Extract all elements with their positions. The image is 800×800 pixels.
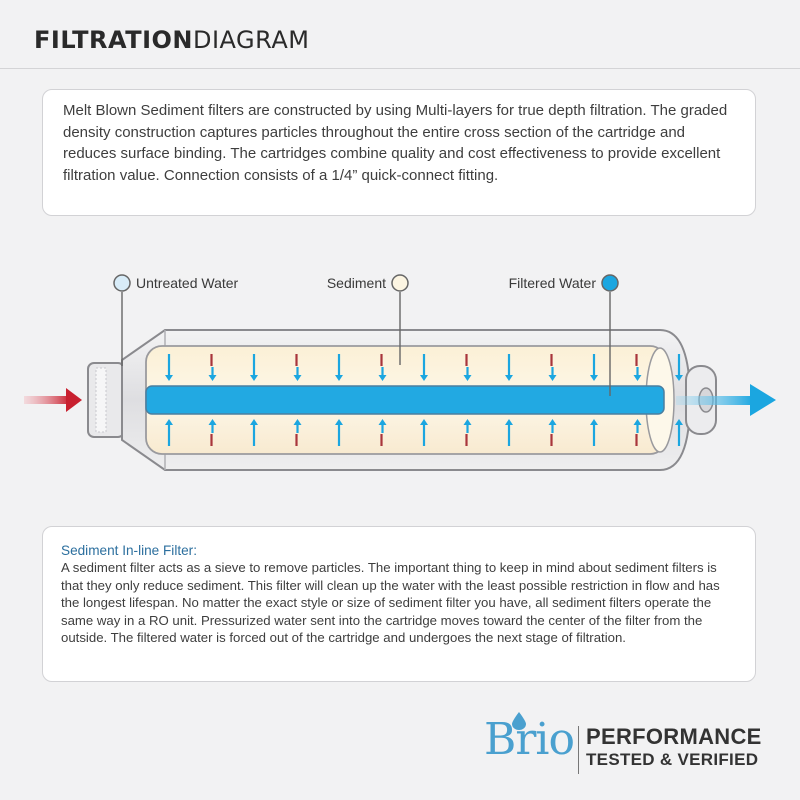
flow-arrow-down-icon xyxy=(293,375,302,381)
filtered-water-dot-icon xyxy=(601,274,619,292)
description-box: Sediment In-line Filter: A sediment filt… xyxy=(42,526,756,682)
intro-text: Melt Blown Sediment filters are construc… xyxy=(63,102,728,184)
flow-arrow-up-icon xyxy=(378,419,387,425)
flow-arrow-up-icon xyxy=(463,419,472,425)
flow-arrow-down-icon xyxy=(633,375,642,381)
brand-logo: Brio xyxy=(484,714,575,765)
flow-arrow-down-icon xyxy=(505,375,513,381)
water-drop-icon xyxy=(512,712,526,730)
flow-arrow-down-icon xyxy=(250,375,258,381)
flow-arrow-down-icon xyxy=(590,375,598,381)
description-subtitle: Sediment In-line Filter: xyxy=(61,543,197,558)
flow-arrow-up-icon xyxy=(548,419,557,425)
flow-arrow-down-icon xyxy=(165,375,173,381)
flow-arrow-up-icon xyxy=(335,419,343,425)
sediment-dot-icon xyxy=(391,274,409,292)
inflow-arrow-icon xyxy=(24,388,82,412)
flow-arrow-down-icon xyxy=(675,375,683,381)
flow-arrow-up-icon xyxy=(633,419,642,425)
intro-box: Melt Blown Sediment filters are construc… xyxy=(42,89,756,216)
filter-diagram: Untreated Water Sediment Filtered Water xyxy=(24,274,776,471)
flow-arrow-up-icon xyxy=(165,419,173,425)
flow-arrow-up-icon xyxy=(208,419,217,425)
description-body: A sediment filter acts as a sieve to rem… xyxy=(61,560,720,646)
callout-lines xyxy=(121,292,611,396)
flow-arrow-down-icon xyxy=(463,375,472,381)
untreated-water-dot-icon xyxy=(113,274,131,292)
outflow-arrow-icon xyxy=(676,384,776,416)
flow-arrow-down-icon xyxy=(208,375,217,381)
title-bold: FILTRATION xyxy=(34,26,193,54)
footer-line2: TESTED & VERIFIED xyxy=(586,750,759,769)
flow-arrow-down-icon xyxy=(548,375,557,381)
flow-arrows xyxy=(165,354,683,446)
flow-arrow-up-icon xyxy=(293,419,302,425)
page-title: FILTRATIONDIAGRAM xyxy=(34,26,309,54)
flow-arrow-down-icon xyxy=(335,375,343,381)
label-untreated-water: Untreated Water xyxy=(136,275,239,291)
header-divider xyxy=(0,68,800,69)
title-light: DIAGRAM xyxy=(193,26,310,54)
flow-arrow-up-icon xyxy=(590,419,598,425)
flow-arrow-up-icon xyxy=(675,419,683,425)
label-filtered-water: Filtered Water xyxy=(509,275,597,291)
flow-arrow-down-icon xyxy=(378,375,387,381)
inlet-fitting xyxy=(87,362,125,438)
label-sediment: Sediment xyxy=(327,275,386,291)
flow-arrow-up-icon xyxy=(420,419,428,425)
flow-arrow-down-icon xyxy=(420,375,428,381)
footer-line1: PERFORMANCE xyxy=(586,724,762,749)
brand-footer: Brio PERFORMANCE TESTED & VERIFIED xyxy=(470,712,770,782)
flow-arrow-up-icon xyxy=(505,419,513,425)
flow-arrow-up-icon xyxy=(250,419,258,425)
footer-divider xyxy=(578,726,579,774)
filtered-core xyxy=(145,385,665,415)
